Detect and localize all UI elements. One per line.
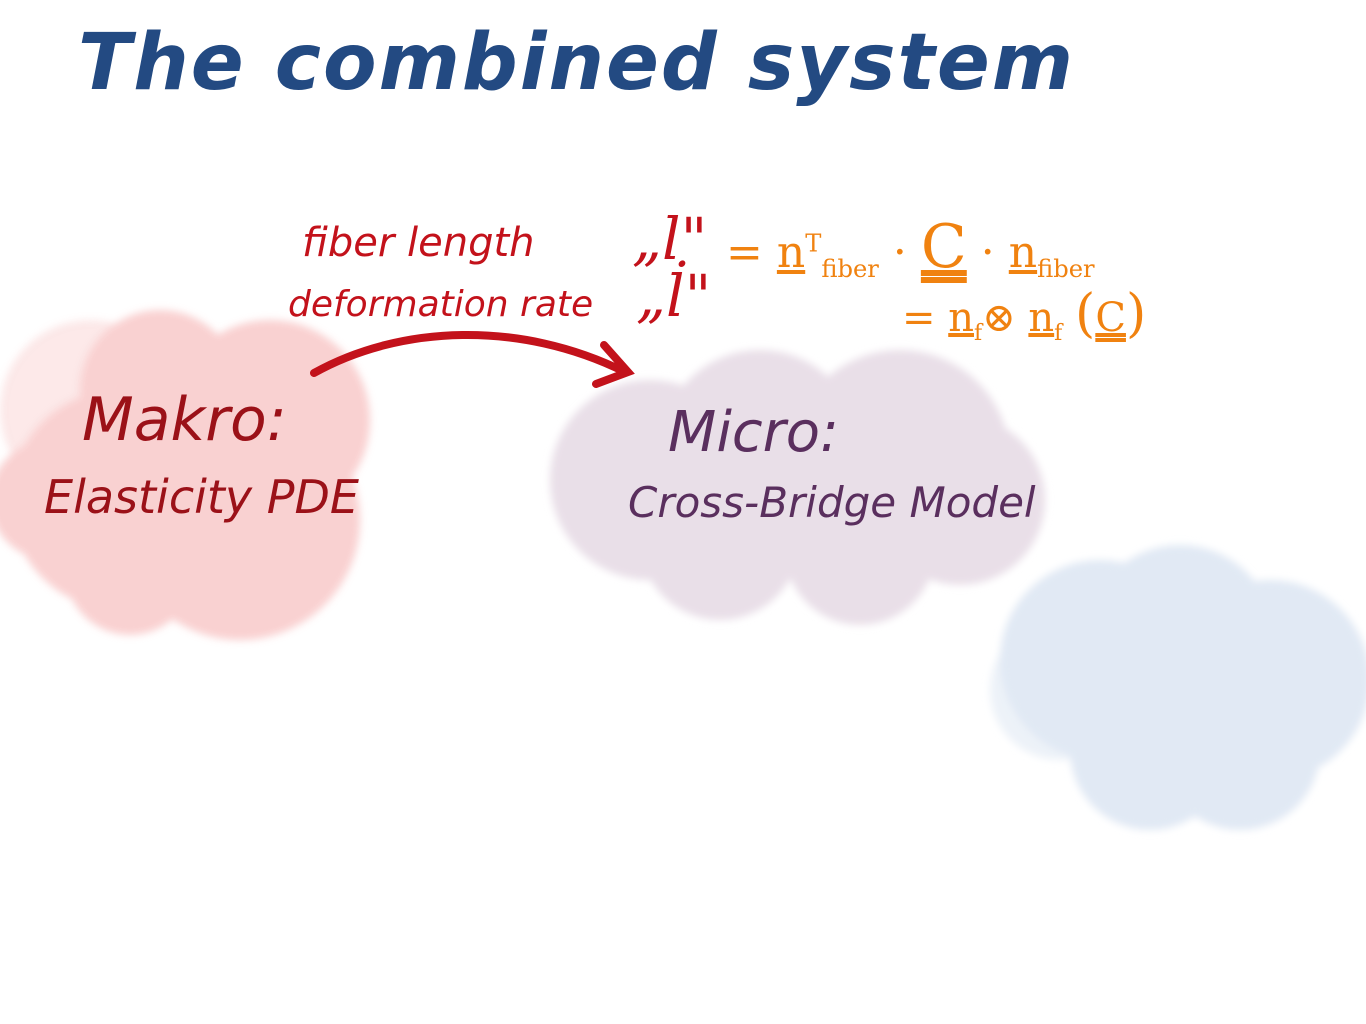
- tensor-product: ⊗: [982, 295, 1016, 341]
- transpose: T: [805, 229, 822, 258]
- blue-cloud: [990, 545, 1366, 830]
- n-vector: n: [776, 227, 806, 278]
- subscript: f: [1054, 321, 1063, 346]
- makro-heading: Makro:: [82, 385, 287, 455]
- makro-cloud: [0, 310, 370, 640]
- micro-subtitle: Cross-Bridge Model: [628, 478, 1036, 527]
- subscript: fiber: [1037, 254, 1095, 283]
- n-vector: n: [948, 295, 974, 341]
- micro-cloud: [550, 350, 1045, 625]
- makro-subtitle: Elasticity PDE: [44, 470, 359, 524]
- paren: ): [1125, 284, 1147, 344]
- formula-line2: = nf⊗ nf (C): [902, 284, 1146, 346]
- dot: ·: [980, 227, 995, 278]
- subscript: f: [974, 321, 983, 346]
- n-vector: n: [1028, 295, 1055, 341]
- C-tensor: C: [1095, 295, 1126, 341]
- C-tensor: C: [920, 212, 967, 282]
- equals: =: [902, 295, 936, 341]
- arrow-label-line1: fiber length: [302, 220, 535, 266]
- fiber-rate-symbol: „l̇": [636, 262, 712, 330]
- fiber-length-symbol: „l": [632, 205, 708, 273]
- arrow-label-line2: deformation rate: [288, 284, 594, 325]
- micro-heading: Micro:: [668, 400, 839, 465]
- n-vector: n: [1008, 227, 1038, 278]
- formula-line1: = nTfiber · C · nfiber: [726, 212, 1095, 283]
- arrow: [310, 330, 635, 388]
- dot: ·: [892, 227, 907, 278]
- equals: =: [726, 227, 763, 278]
- paren: (: [1075, 284, 1096, 344]
- page-title: The combined system: [78, 18, 1076, 108]
- subscript: fiber: [821, 254, 879, 283]
